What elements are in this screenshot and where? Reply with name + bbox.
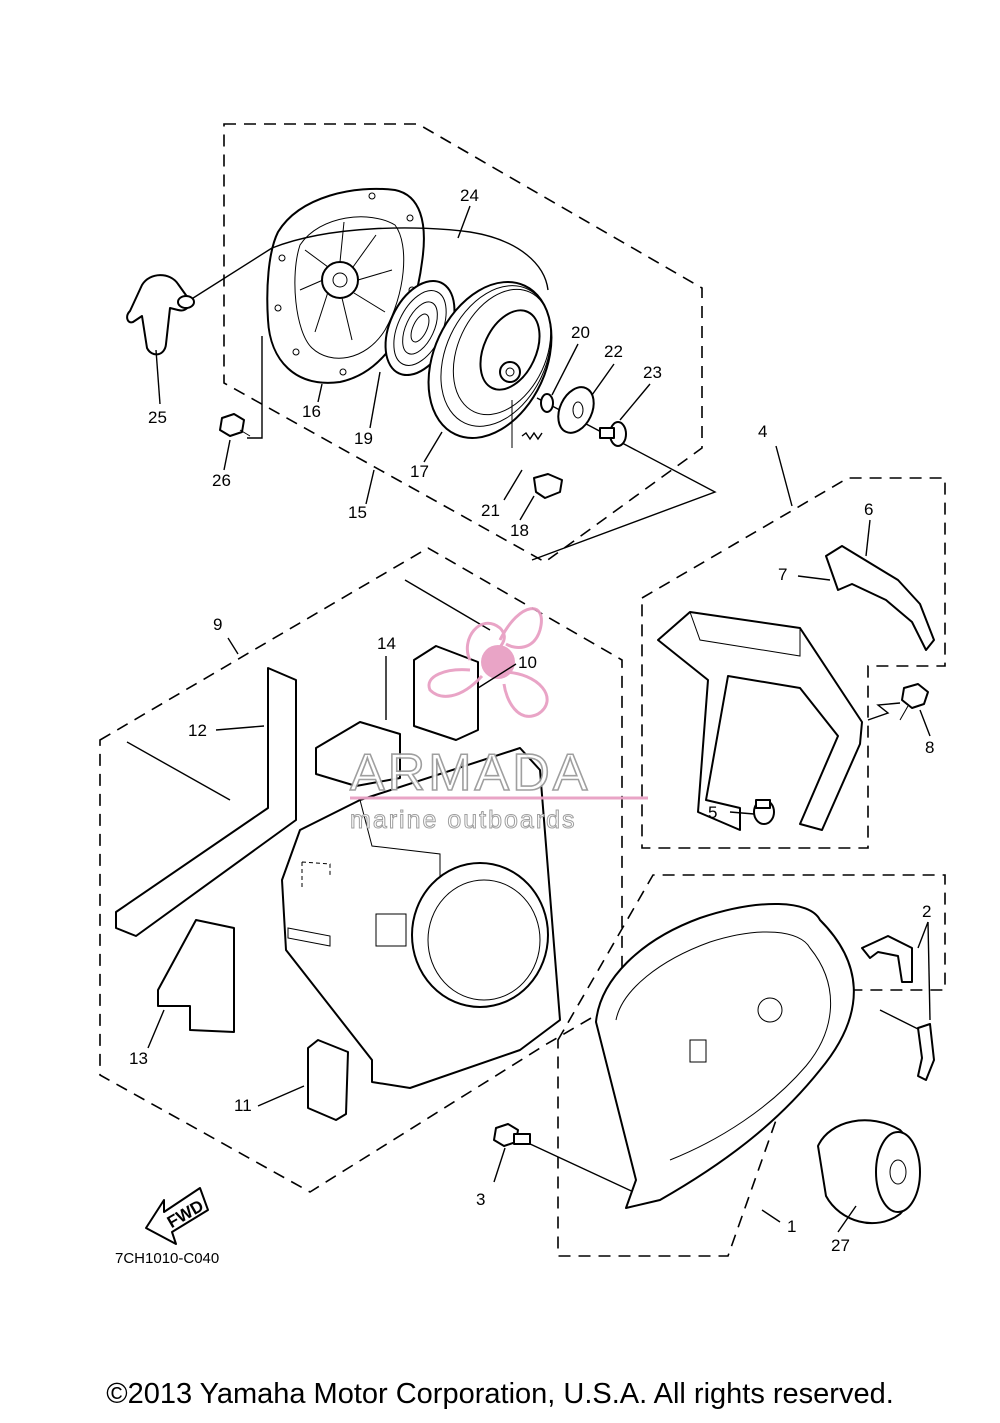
armada-watermark: ARMADA marine outboards (349, 607, 648, 835)
drive-pawl (533, 473, 563, 499)
reference-line-16 (247, 336, 263, 439)
assembly-boundary-bracket (641, 477, 946, 849)
friction-plate (557, 386, 595, 434)
case-clip-lower (917, 1023, 935, 1081)
callout-17: 17 (410, 462, 429, 481)
damper-block-14 (315, 721, 401, 787)
callout-10: 10 (518, 653, 537, 672)
callout-26: 26 (212, 471, 231, 490)
callout-11: 11 (234, 1096, 252, 1115)
copyright-notice: ©2013 Yamaha Motor Corporation, U.S.A. A… (106, 1378, 894, 1410)
sheave-drum (427, 281, 553, 439)
watermark-brand: ARMADA (350, 744, 590, 802)
callout-21: 21 (481, 501, 500, 520)
reference-line-cover (404, 579, 491, 631)
assembly-boundary-starter (223, 123, 703, 563)
callout-9: 9 (213, 615, 222, 634)
spring-clip (825, 545, 935, 651)
starter-rope (271, 227, 549, 291)
callout-8: 8 (925, 738, 934, 757)
bolt-5 (753, 799, 775, 825)
callout-6: 6 (864, 500, 873, 519)
callout-18: 18 (510, 521, 529, 540)
callout-5: 5 (708, 803, 717, 822)
reference-line-12 (126, 741, 231, 801)
reference-line-10 (531, 397, 717, 561)
starter-handle (126, 274, 195, 356)
assembly-boundary-cover (99, 547, 623, 1193)
bolt-3 (493, 1123, 531, 1147)
callout-25: 25 (148, 408, 167, 427)
propeller-logo-icon (427, 607, 549, 718)
callout-12: 12 (188, 721, 207, 740)
intake-cover (281, 747, 561, 1089)
diagram-code: 7CH1010-C040 (115, 1250, 219, 1267)
case-clip-upper (861, 935, 913, 983)
callout-19: 19 (354, 429, 373, 448)
bolt-8 (899, 683, 929, 721)
callouts: 1 2 3 4 5 6 7 8 9 10 11 12 13 14 15 16 1… (129, 186, 934, 1255)
assembly-boundary-case (557, 874, 946, 1257)
starter-rope-to-handle (189, 247, 273, 301)
pawl-spring (521, 431, 543, 441)
callout-24: 24 (460, 186, 479, 205)
reference-line-2 (879, 1009, 921, 1031)
watermark-tagline: marine outboards (350, 806, 577, 834)
callout-16: 16 (302, 402, 321, 421)
flywheel-case (595, 903, 855, 1209)
bolt-26 (219, 413, 251, 437)
callout-13: 13 (129, 1049, 148, 1068)
forward-direction-arrow: FWD (145, 1187, 209, 1245)
reference-line-8 (867, 702, 901, 721)
reference-line-1 (527, 1142, 641, 1196)
callout-15: 15 (348, 503, 367, 522)
callout-4: 4 (758, 422, 767, 441)
callout-23: 23 (643, 363, 662, 382)
damper-strip-12 (115, 667, 297, 937)
circlip (540, 393, 554, 413)
callout-2: 2 (922, 902, 931, 921)
starter-pulley (817, 1119, 921, 1224)
callout-14: 14 (377, 634, 396, 653)
callout-3: 3 (476, 1190, 485, 1209)
guide-bracket (657, 611, 863, 831)
damper-pad-11 (307, 1039, 349, 1121)
callout-27: 27 (831, 1236, 850, 1255)
callout-7: 7 (778, 565, 787, 584)
callout-leaders (147, 205, 931, 1233)
callout-1: 1 (787, 1217, 796, 1236)
screw-23 (599, 421, 627, 447)
damper-block-13 (157, 919, 235, 1033)
callout-20: 20 (571, 323, 590, 342)
callout-22: 22 (604, 342, 623, 361)
